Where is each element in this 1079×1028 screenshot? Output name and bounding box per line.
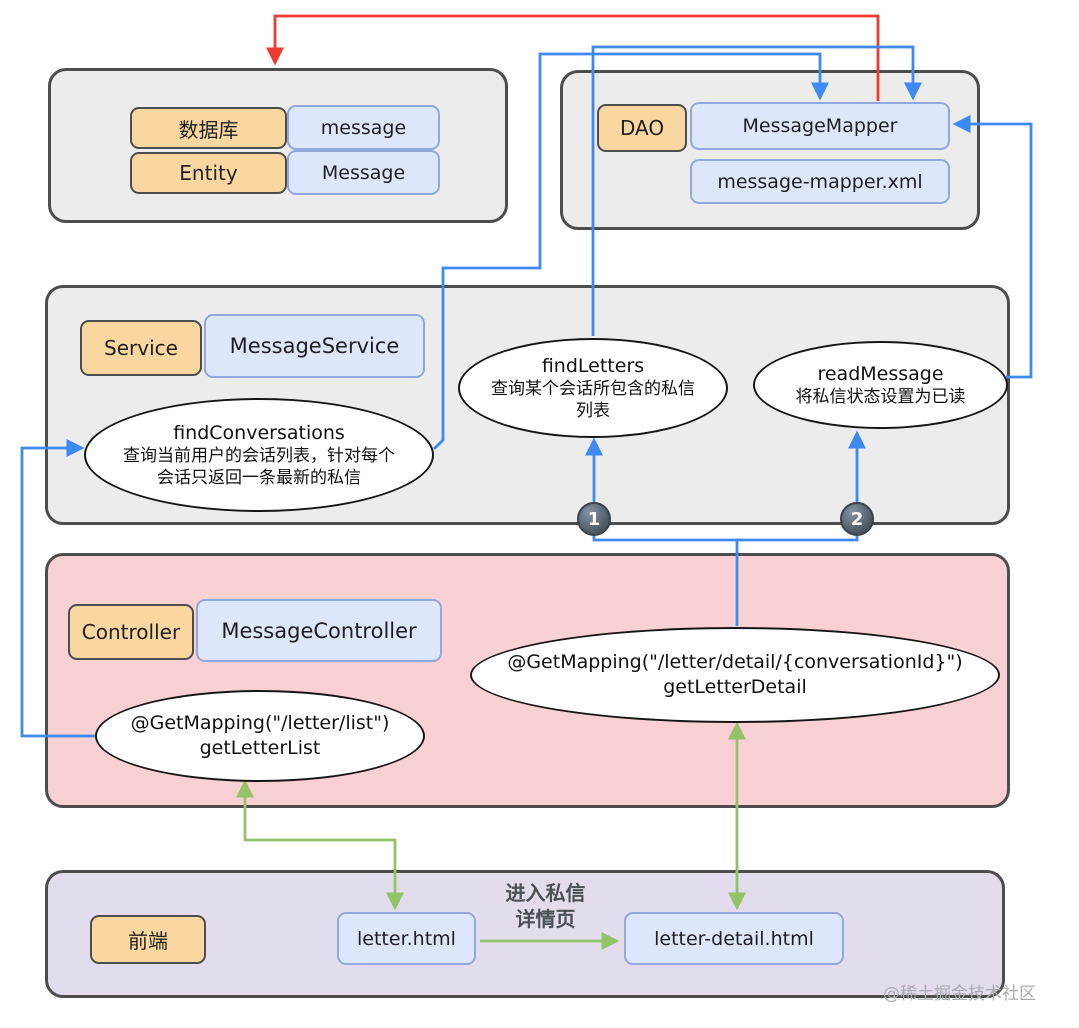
frontend-label: 前端 [90, 915, 206, 964]
database-table-chip: message [287, 105, 440, 150]
message-mapper-chip: MessageMapper [690, 102, 950, 150]
handler-method: getLetterDetail [663, 676, 807, 698]
transition-label: 进入私信 详情页 [505, 881, 586, 931]
letter-detail-page-chip: letter-detail.html [624, 912, 844, 965]
handler-mapping: @GetMapping("/letter/detail/{conversatio… [507, 651, 963, 674]
method-desc: 查询某个会话所包含的私信列表 [491, 379, 695, 422]
method-readmessage: readMessage 将私信状态设置为已读 [753, 341, 1008, 429]
call-order-badge-2: 2 [840, 502, 874, 536]
letter-page-chip: letter.html [337, 912, 476, 965]
message-controller-chip: MessageController [196, 599, 442, 662]
method-findconversations: findConversations 查询当前用户的会话列表，针对每个会话只返回一… [84, 398, 434, 512]
controller-label: Controller [68, 604, 194, 660]
watermark: @稀土掘金技术社区 [883, 984, 1036, 1004]
handler-getletterdetail: @GetMapping("/letter/detail/{conversatio… [470, 627, 1000, 723]
method-name: readMessage [817, 362, 944, 385]
method-desc: 查询当前用户的会话列表，针对每个会话只返回一条最新的私信 [123, 446, 395, 489]
service-label: Service [80, 320, 202, 376]
handler-getletterlist: @GetMapping("/letter/list") getLetterLis… [95, 690, 425, 782]
message-mapper-xml-chip: message-mapper.xml [690, 159, 950, 204]
dao-label: DAO [597, 104, 687, 152]
handler-method: getLetterList [199, 737, 321, 759]
message-service-chip: MessageService [204, 314, 425, 378]
database-label: 数据库 [130, 107, 287, 149]
entity-class-chip: Message [287, 150, 440, 195]
method-findletters: findLetters 查询某个会话所包含的私信列表 [458, 338, 728, 438]
method-desc: 将私信状态设置为已读 [795, 387, 966, 408]
method-name: findLetters [541, 354, 645, 377]
handler-mapping: @GetMapping("/letter/list") [130, 712, 390, 735]
entity-label: Entity [130, 152, 287, 194]
call-order-badge-1: 1 [577, 502, 611, 536]
method-name: findConversations [173, 421, 345, 444]
